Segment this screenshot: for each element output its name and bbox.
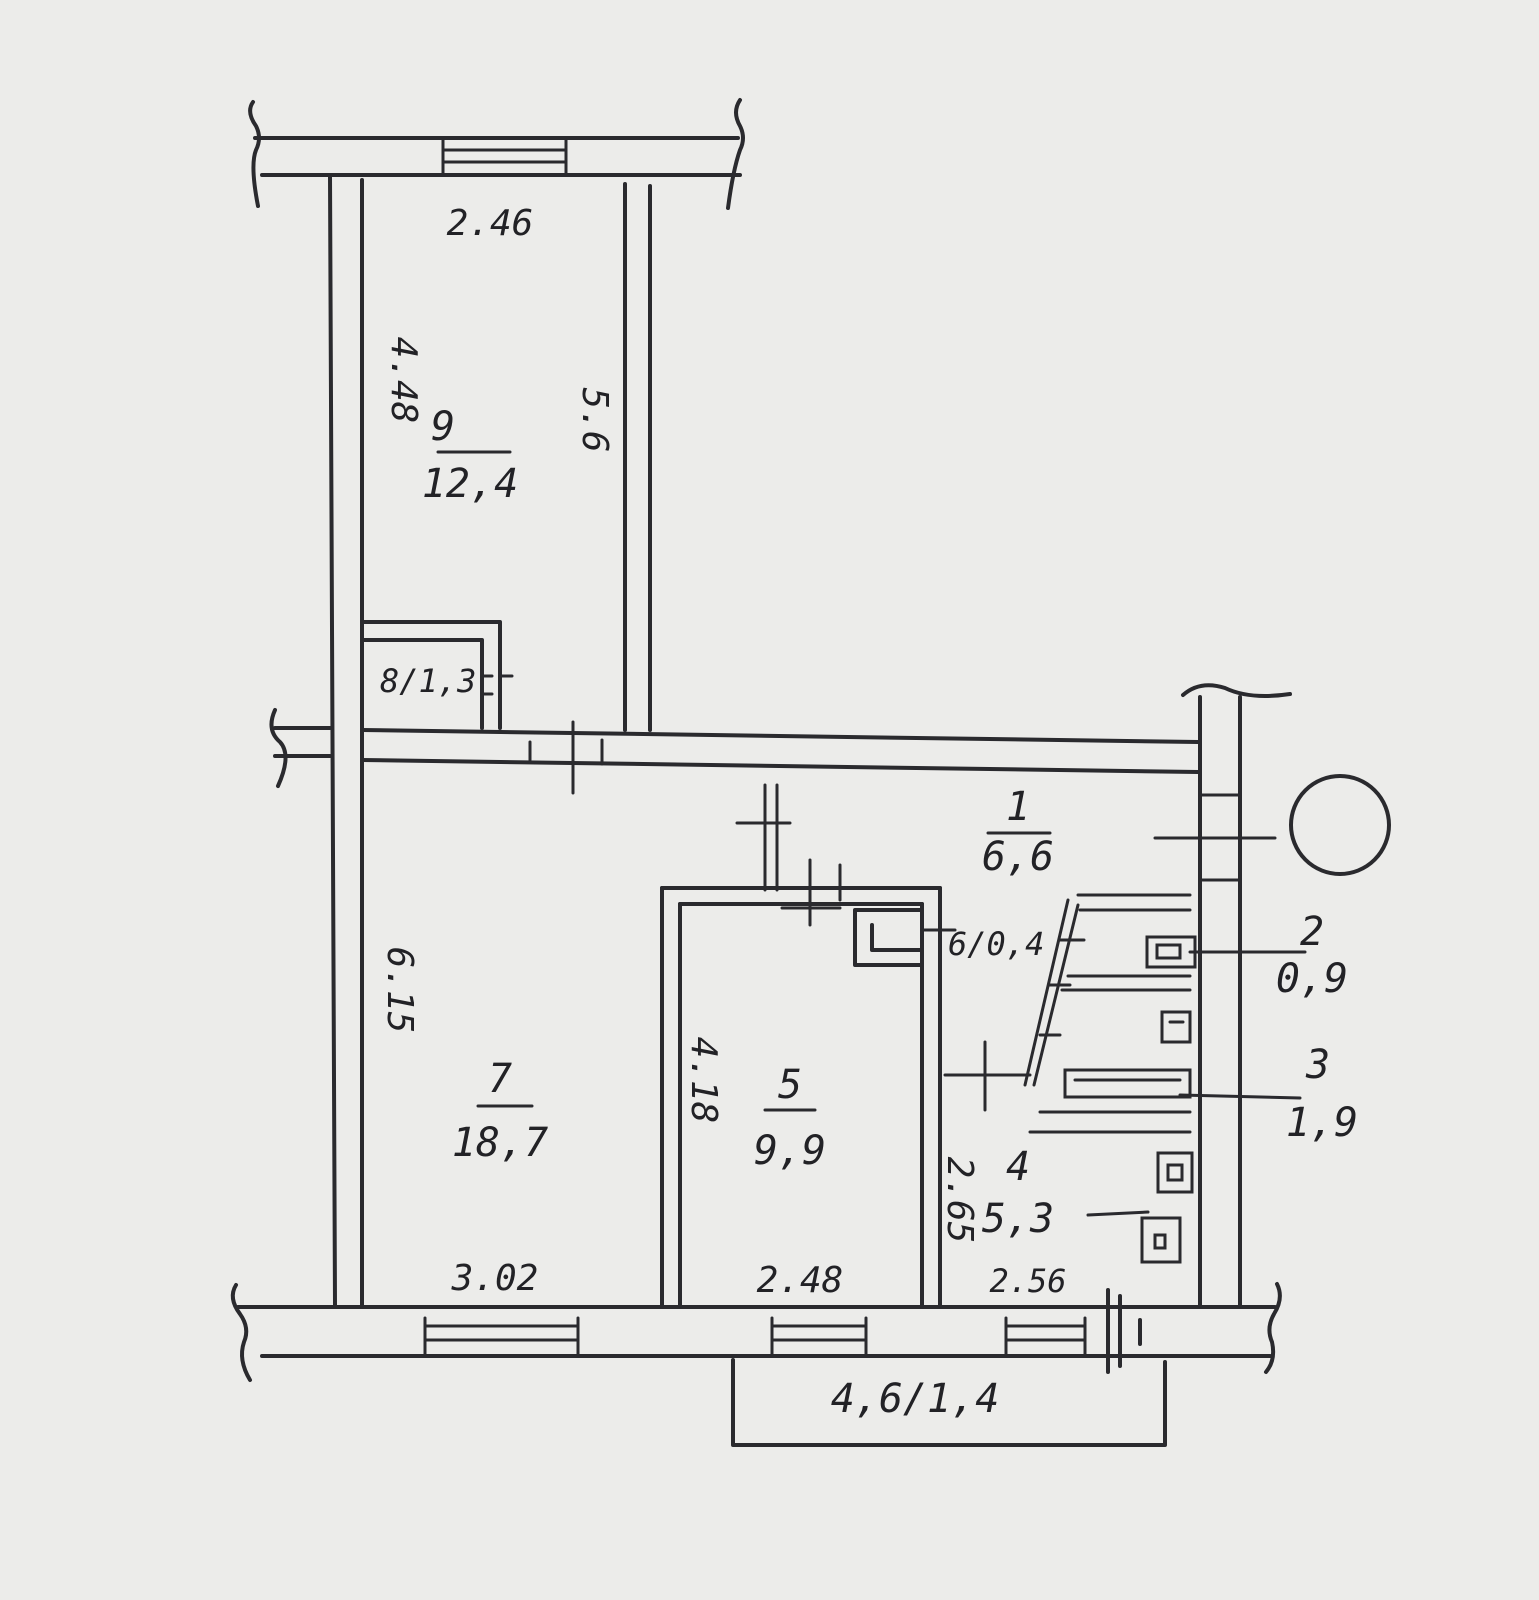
dim-room4-side: 2.65 <box>939 1157 980 1244</box>
bottom-window-mid <box>770 1316 868 1357</box>
closet-8-walls <box>360 620 502 730</box>
riser-line-3 <box>1178 1093 1302 1100</box>
dim-bottom-mid: 2.48 <box>757 1260 844 1301</box>
closet-8-door <box>480 674 514 696</box>
closet-6 <box>853 908 924 967</box>
right-wall-break <box>1181 683 1292 698</box>
bottom-wall <box>236 1305 1277 1358</box>
dim-bottom-right: 2.56 <box>989 1262 1066 1300</box>
room-1-area: 6,6 <box>982 834 1054 880</box>
dim-room5-left: 4.18 <box>683 1037 724 1124</box>
room-2-label: 2 0,9 <box>1276 909 1348 1002</box>
dim-room9-right: 5.6 <box>574 387 615 452</box>
top-wall-break-left <box>248 100 261 208</box>
room-5-left-wall <box>660 886 682 1307</box>
bath-partition-top <box>1076 893 1192 912</box>
kitchen-equipment <box>1086 1151 1194 1264</box>
room-9-label: 9 12,4 <box>422 404 518 507</box>
room-5-walls <box>660 783 942 1307</box>
room-5-door-second <box>780 858 842 927</box>
room-9-area: 12,4 <box>422 461 518 507</box>
top-wall-break-right <box>726 98 745 210</box>
dim-top-width: 2.46 <box>447 203 534 244</box>
counter-line <box>1086 1210 1150 1217</box>
room-9-walls <box>360 182 1200 795</box>
balcony-label: 4,6/1,4 <box>831 1376 1000 1422</box>
room-3-number: 3 <box>1305 1042 1330 1088</box>
dim-room7-left: 6.15 <box>379 947 420 1034</box>
left-wall <box>328 174 364 1307</box>
closet-6-walls <box>853 908 957 967</box>
room-7-area: 18,7 <box>452 1120 548 1166</box>
room-7-number: 7 <box>488 1056 512 1102</box>
room-3-area: 1,9 <box>1286 1100 1358 1146</box>
room-7-label: 7 18,7 <box>452 1056 548 1166</box>
bath-partition-low <box>1028 1110 1192 1134</box>
bottom-window-left <box>423 1316 580 1357</box>
outer-walls <box>230 98 1292 1382</box>
room-1-number: 1 <box>1006 784 1030 830</box>
cross-wall-upper <box>360 728 1200 774</box>
room-4-number: 4 <box>1006 1144 1030 1190</box>
room-1-label: 1 6,6 <box>982 784 1054 880</box>
room-4-label: 4 5,3 <box>982 1144 1054 1242</box>
room-5-number: 5 <box>778 1062 802 1108</box>
bath-partition-mid <box>1060 974 1192 992</box>
vent-circle-icon <box>1289 774 1391 876</box>
room-8-label: 8/1,3 <box>380 662 476 700</box>
room-5-area: 9,9 <box>754 1128 826 1174</box>
sink-2 <box>1160 1010 1192 1044</box>
top-window <box>441 136 568 177</box>
room-3-label: 3 1,9 <box>1286 1042 1358 1146</box>
room-5-top-wall <box>660 886 942 906</box>
room-5-door-top <box>735 783 792 892</box>
room-5-label: 5 9,9 <box>754 1062 826 1174</box>
bottom-window-right <box>1004 1316 1087 1357</box>
cross-wall-door <box>528 720 604 795</box>
toilet-2 <box>1145 935 1197 969</box>
bathtub-3 <box>1063 1068 1192 1099</box>
stove <box>1156 1151 1194 1194</box>
room-9-number: 9 <box>431 404 455 450</box>
bottom-wall-break-right <box>1264 1282 1282 1374</box>
room-9-right-wall <box>623 182 652 732</box>
room-5-right-wall <box>920 886 942 1307</box>
balcony-door <box>1106 1288 1142 1374</box>
balcony-outline <box>731 1358 1167 1447</box>
bath-door <box>943 1040 1032 1112</box>
right-wall <box>1198 695 1242 1307</box>
room-2-number: 2 <box>1300 909 1324 955</box>
dim-room9-left: 4.48 <box>383 337 424 424</box>
left-wall-break <box>269 708 332 788</box>
bathroom-walls <box>943 893 1307 1134</box>
stair-lines <box>1023 898 1086 1087</box>
dim-bottom-left: 3.02 <box>451 1258 539 1299</box>
room-4-area: 5,3 <box>982 1196 1054 1242</box>
kitchen-sink <box>1140 1216 1182 1264</box>
room-6-label: 6/0,4 <box>948 925 1044 963</box>
bottom-wall-break-left <box>230 1283 252 1382</box>
room-2-area: 0,9 <box>1276 956 1348 1002</box>
top-wall <box>253 136 742 177</box>
